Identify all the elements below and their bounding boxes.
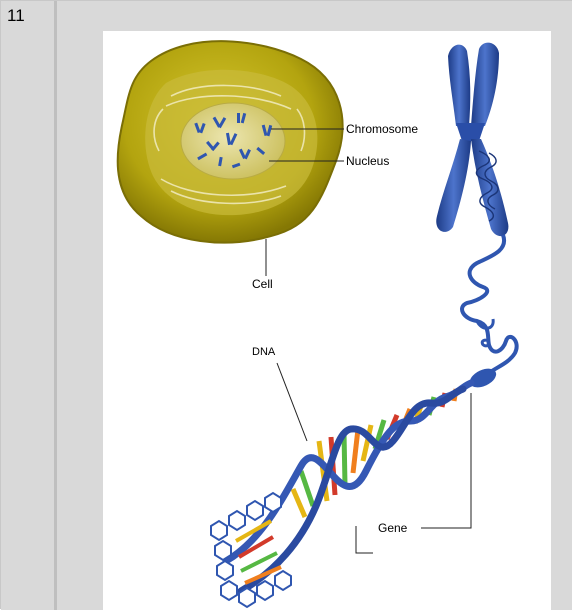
gene-leader-left xyxy=(356,526,373,553)
chromatin-strand xyxy=(462,235,517,373)
dna-backbone-2 xyxy=(241,389,463,591)
dna-leader xyxy=(277,363,307,441)
dna-label: DNA xyxy=(252,346,276,358)
large-chromosome xyxy=(436,43,508,237)
chromosome-label: Chromosome xyxy=(346,122,418,136)
dna-backbone-1 xyxy=(226,383,471,561)
cell-label: Cell xyxy=(252,277,273,291)
chromosome-right-arm-top xyxy=(471,43,499,126)
chromosome-left-arm-top xyxy=(448,45,470,126)
cell-illustration xyxy=(118,41,343,242)
chromosome-centromere xyxy=(456,123,485,141)
gene-label: Gene xyxy=(378,521,408,535)
chromosome-left-arm-bottom xyxy=(436,139,471,232)
nucleus-label: Nucleus xyxy=(346,154,389,168)
